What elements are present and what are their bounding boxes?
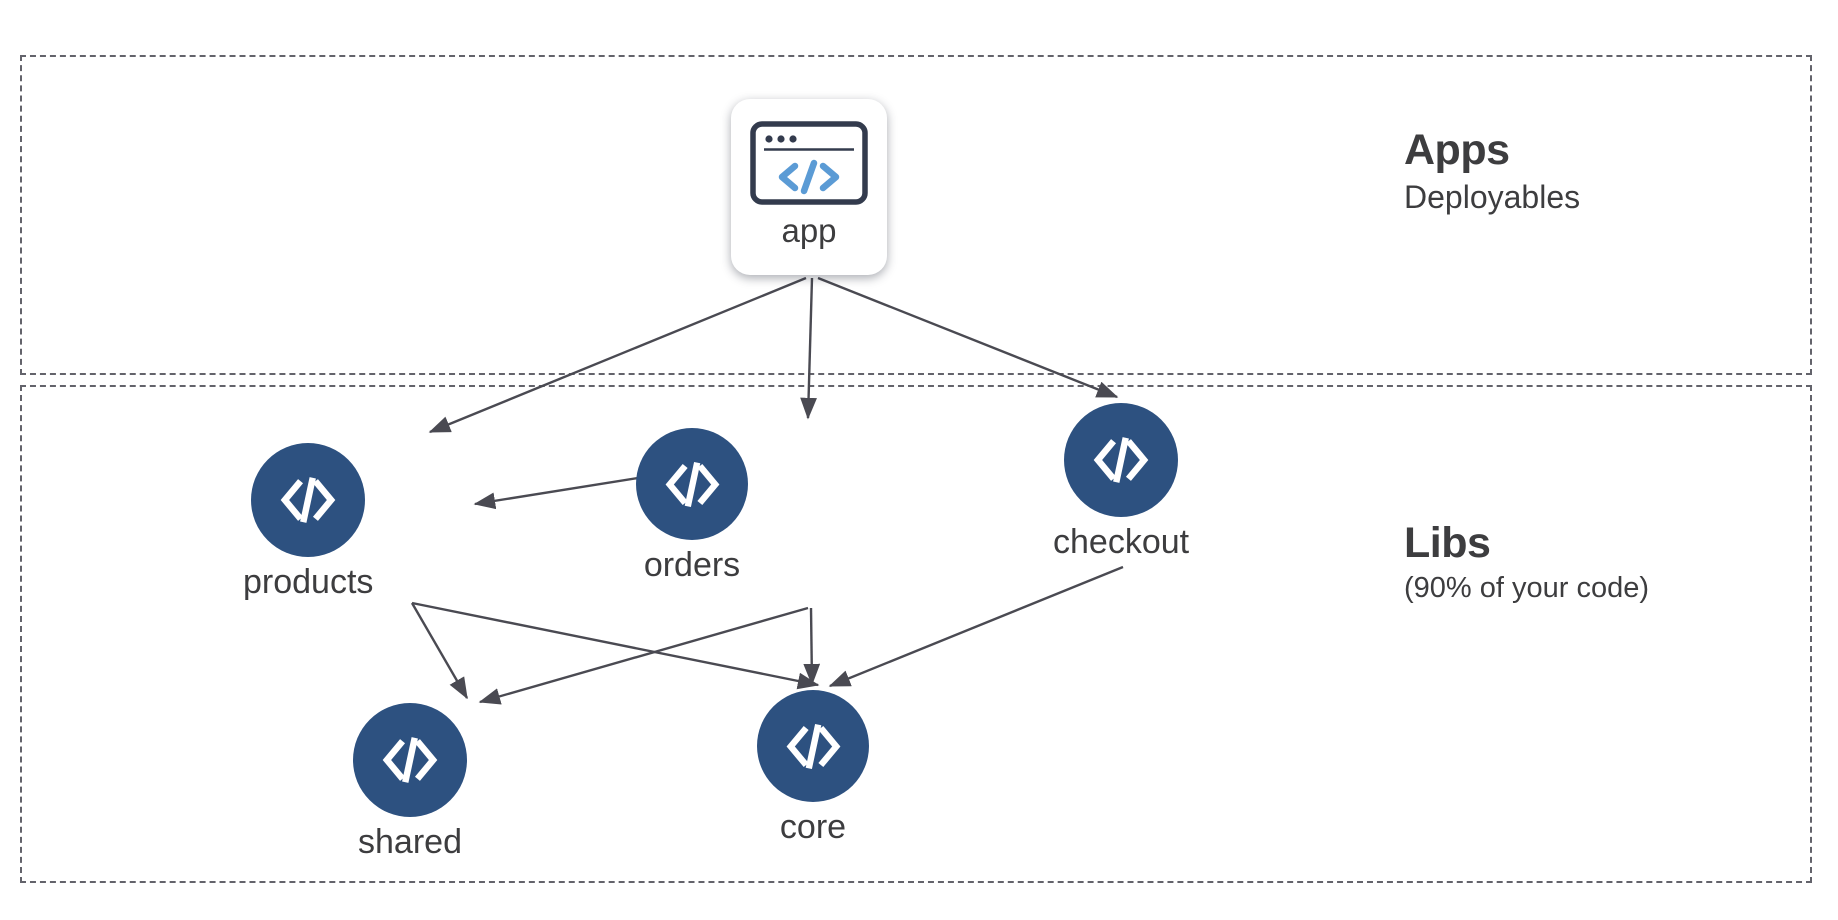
node-shared[interactable]: shared xyxy=(353,703,467,859)
node-app[interactable]: app xyxy=(731,99,887,275)
legend-apps-subtitle: Deployables xyxy=(1404,179,1581,216)
legend-libs-title: Libs xyxy=(1404,519,1491,567)
node-products-label: products xyxy=(243,563,374,601)
node-core-label: core xyxy=(779,808,847,846)
node-app-label: app xyxy=(781,212,837,249)
legend-libs-subtitle: (90% of your code) xyxy=(1404,572,1650,605)
node-core[interactable]: core xyxy=(757,690,869,844)
node-orders-label: orders xyxy=(643,546,741,584)
node-checkout[interactable]: checkout xyxy=(1053,403,1189,559)
code-brackets-icon xyxy=(1064,403,1179,517)
code-brackets-icon xyxy=(636,428,748,540)
node-products[interactable]: products xyxy=(243,443,373,599)
node-shared-label: shared xyxy=(358,823,462,861)
code-brackets-icon xyxy=(251,443,366,557)
code-brackets-icon xyxy=(353,703,467,817)
code-window-icon xyxy=(750,121,868,205)
node-checkout-label: checkout xyxy=(1053,523,1190,561)
node-orders[interactable]: orders xyxy=(636,428,748,582)
legend-apps: Apps Deployables xyxy=(1404,126,1581,216)
code-brackets-icon xyxy=(757,690,869,802)
legend-libs: Libs (90% of your code) xyxy=(1404,519,1650,605)
legend-apps-title: Apps xyxy=(1404,126,1510,174)
